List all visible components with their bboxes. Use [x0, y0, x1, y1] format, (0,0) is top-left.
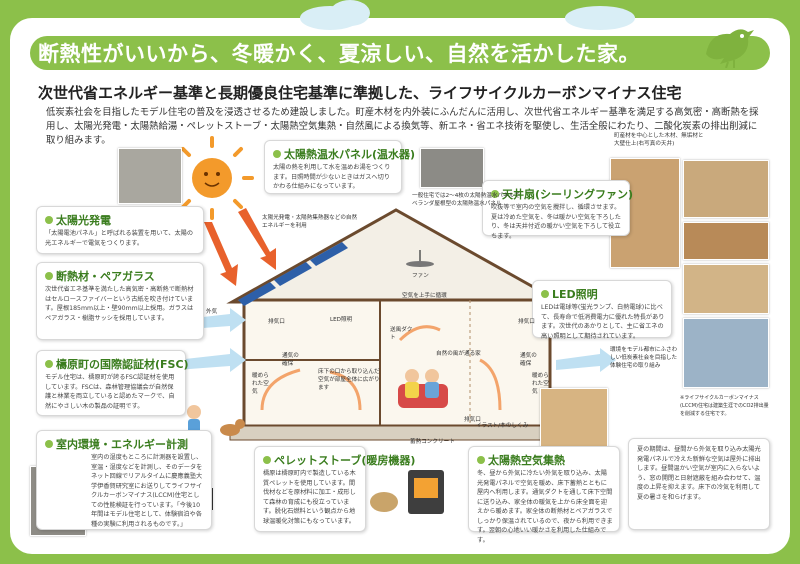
- interior-photo: [683, 222, 769, 260]
- ceiling-fan-box: 天井扇(シーリングファン) 吹抜等で室内の空気を攪拌し、循環させます。夏は冷めた…: [482, 180, 633, 240]
- bird-icon: [706, 29, 754, 68]
- water-panel-photo: [420, 148, 484, 188]
- interior-photo: [683, 160, 769, 218]
- led-box: LED照明 LEDは電球等(蛍光ランプ、白熱電球)に比べて、長寿命で低消費電力に…: [532, 280, 672, 340]
- ceiling-fan-icon: [406, 250, 434, 267]
- water-caption-label: 一般住宅では2〜4枚の太陽熱温水パネルでベランダ屋根型の太陽熱温水パネル: [412, 193, 520, 207]
- pellet-pile-icon: [370, 492, 398, 512]
- sunlight-arrows: [204, 208, 276, 286]
- exhaust-label: 排気口: [464, 417, 481, 423]
- duct-label: 送風ダクト: [390, 327, 413, 341]
- exhaust-label: 排気口: [518, 319, 535, 325]
- solar-water-heater-box: 太陽熱温水パネル(温水器) 太陽の熱を利用して水を温めお湯をつくります。日照時間…: [264, 140, 415, 194]
- air-flow-arrows: [260, 325, 502, 411]
- page-subtitle: 次世代省エネルギー基準と長期優良住宅基準に準拠した、ライフサイクルカーボンマイナ…: [38, 84, 682, 102]
- intro-paragraph: 低炭素社会を目指したモデル住宅の普及を浸透させるため建設しました。町産木材を内外…: [46, 107, 759, 146]
- indoor-environment-box: 室内環境・エネルギー計測 室内の湿度もところに計測器を設置し、室温・湿度などを計…: [36, 430, 212, 530]
- house-photo: [118, 148, 182, 204]
- family-illustration: [398, 369, 448, 408]
- summer-note-box: 夏の期間は、昼間から外気を取り込み太陽光発電パネルで冷えた新鮮な空気は屋外に排出…: [628, 438, 770, 530]
- lccm-caption: ※ライフサイクルカーボンマイナス(LCCM)住宅は建築生涯でのCO2排出量を削減…: [680, 395, 769, 417]
- exhaust-label: 排気口: [268, 319, 285, 325]
- illustration-credit: イラスト/本のしくみ: [476, 423, 529, 429]
- solar-air-heat-box: 太陽熱空気集熱 冬、昼から外気に冷たい外気を取り込み、太陽光発電パネルで空気を暖…: [468, 446, 620, 544]
- header-band: [30, 36, 770, 70]
- photo-caption: 環境をモデル都市にふさわしい低炭素社会を目指した体験住宅の取り組み: [610, 347, 678, 369]
- page-title: 断熱性がいいから、冬暖かく、夏涼しい、自然を活かした家。: [38, 42, 640, 66]
- exterior-photo: [683, 318, 769, 388]
- cloud-decoration: [330, 0, 370, 26]
- floor-flow-label: 床下の口から取り込んだ空気が部屋全体に広がります: [318, 369, 380, 391]
- photo-caption: 町産材を中心とした木材、無垢材と大壁仕上(右写真の天井): [614, 133, 704, 147]
- solar-tile-label: 太陽光発電・太陽熱集熱器などの自然エネルギーを利用: [262, 215, 358, 229]
- led-tag-label: LED照明: [330, 317, 353, 323]
- pellet-stove-box: ペレットストーブ(暖房機器) 檮原は檮原町内で製造している木質ペレットを使用して…: [254, 446, 415, 532]
- air-note-label: 空気を上手に循環: [402, 293, 447, 299]
- cloud-decoration: [565, 6, 635, 30]
- natural-wind-label: 自然の風が通る家: [436, 351, 481, 357]
- child-and-dog-illustration: [187, 405, 245, 436]
- interior-photo: [683, 264, 769, 314]
- solar-power-box: 太陽光発電 「太陽電池パネル」と呼ばれる装置を用いて、太陽の光エネルギーで電気を…: [36, 206, 204, 254]
- fsc-box: 檮原町の国際認証材(FSC) モデル住宅は、檮原町が誇るFSC認証材を使用してい…: [36, 350, 189, 416]
- vent-label: 通気の確保: [282, 353, 299, 367]
- concrete-label: 蓄熱コンクリート: [410, 439, 455, 445]
- warm-air-label: 暖められた空気: [252, 373, 269, 395]
- vent-label: 通気の確保: [520, 353, 537, 367]
- insulation-box: 断熱材・ペアガラス 次世代省エネ基準を満たした高気密・高断熱で断熱材はセルロース…: [36, 262, 204, 340]
- warm-air-label: 暖められた空気: [532, 373, 549, 395]
- outside-air-label: 外気: [206, 309, 218, 315]
- fan-label: ファン: [412, 273, 429, 279]
